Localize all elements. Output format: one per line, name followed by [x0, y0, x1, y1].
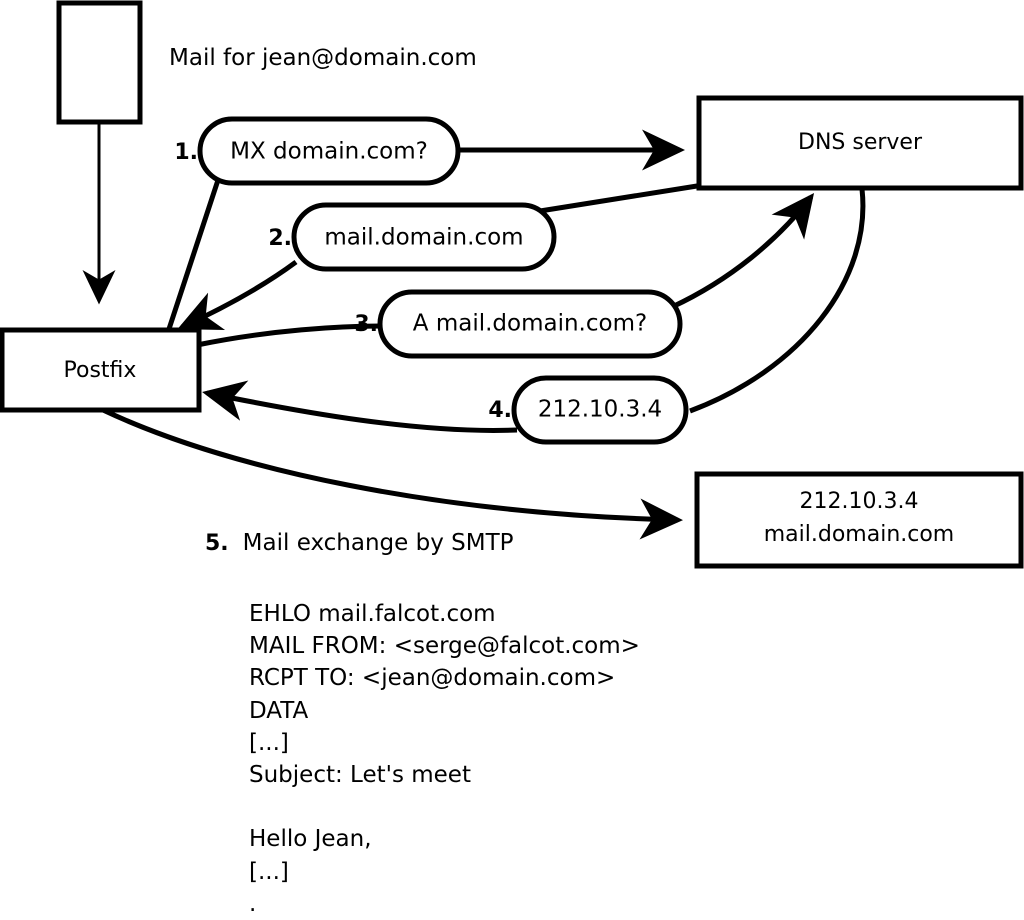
bubble-step2-label: mail.domain.com [324, 225, 523, 251]
edge-step3-bubble-to-dns [670, 193, 815, 310]
step-number-3: 3. [354, 312, 378, 337]
bubble-step2 [291, 202, 557, 272]
node-postfix-label: Postfix [64, 358, 137, 383]
node-mailserver-hostname: mail.domain.com [764, 522, 955, 547]
step-number-4: 4. [488, 398, 512, 423]
step-number-5: 5. [205, 531, 229, 556]
transcript-line: RCPT TO: <jean@domain.com> [249, 665, 616, 692]
transcript-line: . [249, 890, 257, 917]
step-number-1: 1. [174, 140, 198, 165]
node-mailserver-box [694, 471, 1024, 569]
step5-caption: 5. Mail exchange by SMTP [205, 530, 514, 556]
bubble-step1-label: MX domain.com? [230, 139, 428, 165]
bubble-step4 [511, 375, 689, 445]
edge-postfix-to-step1-bubble [165, 176, 222, 333]
edge-postfix-to-mailserver-smtp [101, 407, 683, 540]
step-number-2: 2. [268, 226, 292, 251]
transcript-line: [...] [249, 858, 289, 885]
transcript-line [249, 791, 640, 823]
step5-label: Mail exchange by SMTP [242, 530, 514, 556]
node-mailserver-ip: 212.10.3.4 [800, 489, 919, 514]
transcript-line: [...] [249, 729, 289, 756]
transcript-line: Hello Jean, [249, 826, 372, 853]
edge-step2-bubble-to-postfix [177, 259, 298, 330]
edge-dns-to-step4-bubble [689, 188, 866, 414]
node-dns-box [696, 95, 1024, 191]
header-note: Mail for jean@domain.com [169, 45, 477, 71]
transcript-line: MAIL FROM: <serge@falcot.com> [249, 633, 640, 660]
transcript-line: Subject: Let's meet [249, 761, 471, 788]
transcript-line: EHLO mail.falcot.com [249, 601, 496, 627]
node-postfix-box [0, 327, 202, 413]
edge-step4-bubble-to-postfix [202, 380, 518, 433]
edge-dns-to-step2-bubble [539, 183, 698, 214]
bubble-step4-label: 212.10.3.4 [538, 397, 662, 423]
node-client-box [56, 0, 143, 125]
bubble-step1 [197, 116, 461, 186]
edge-postfix-to-step3-bubble [196, 323, 383, 348]
bubble-step3-label: A mail.domain.com? [413, 311, 647, 337]
transcript-line: DATA [249, 697, 309, 724]
bubble-step3 [377, 289, 683, 359]
node-dns-label: DNS server [798, 130, 923, 155]
